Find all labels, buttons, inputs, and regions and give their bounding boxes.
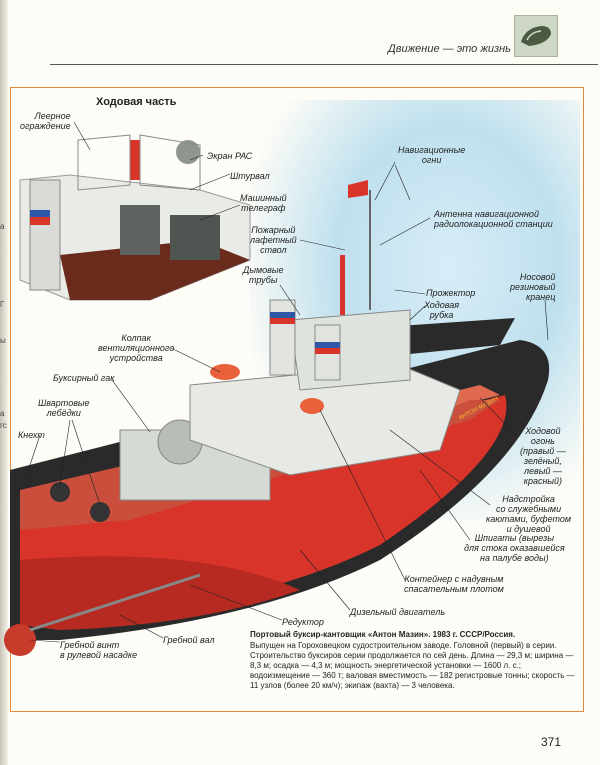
edge-char: а [0, 222, 5, 231]
label-telegraf: Машинный телеграф [240, 193, 287, 213]
label-pozharny: Пожарный лафетный ствол [250, 225, 297, 255]
label-konteyner: Контейнер с надувным спасательным плотом [404, 574, 504, 594]
edge-char: а [0, 409, 5, 418]
bridge-cutaway-inset [19, 134, 251, 301]
book-spine [0, 0, 8, 765]
label-shturval: Штурвал [230, 171, 270, 181]
header-divider [50, 64, 598, 65]
label-rubka: Ходовая рубка [424, 300, 460, 320]
label-nosovoy: Носовой резиновый кранец [510, 272, 556, 302]
label-lebedki: Швартовые лебёдки [38, 398, 90, 418]
label-kolpak: Колпак вентиляционного устройства [98, 333, 175, 363]
propeller [4, 573, 201, 656]
label-khodovoy: Ходовой огонь (правый — зелёный, левый —… [520, 426, 566, 486]
label-reduktor: Редуктор [282, 617, 324, 627]
caption: Портовый буксир-кантовщик «Антон Мазин».… [250, 630, 576, 691]
illustration-frame [10, 87, 584, 712]
label-shpigaty: Шпигаты (вырезы для стока оказавшейся на… [464, 533, 565, 563]
label-ekran: Экран РАС [207, 151, 253, 161]
label-lernoe: Леерное ограждение [20, 111, 71, 131]
label-grebnoy-vint: Гребной винт в рулевой насадке [60, 640, 138, 660]
caption-text: Выпущен на Гороховецком судостроительном… [250, 641, 575, 690]
label-gak: Буксирный гак [53, 373, 115, 383]
label-dizel: Дизельный двигатель [350, 607, 446, 617]
label-knekt: Кнехт [18, 430, 45, 440]
label-grebnoy-val: Гребной вал [163, 635, 215, 645]
edge-char: гс [0, 421, 7, 430]
section-title: Движение — это жизнь [388, 43, 511, 55]
label-prozhektor: Прожектор [426, 288, 476, 298]
label-nadstroyka: Надстройка со служебными каютами, буфето… [486, 494, 572, 534]
leader-lines [24, 121, 549, 643]
chapter-logo-icon [514, 15, 558, 57]
page-number: 371 [541, 735, 562, 749]
edge-char: Г [0, 300, 5, 309]
inset-title: Ходовая часть [96, 96, 177, 108]
edge-char: ы [0, 336, 6, 345]
label-dymovye: Дымовые трубы [243, 265, 284, 285]
label-antenna: Антенна навигационной радиолокационной с… [434, 209, 553, 229]
label-navig-ogni: Навигационные огни [398, 145, 466, 165]
caption-title: Портовый буксир-кантовщик «Антон Мазин».… [250, 630, 516, 639]
